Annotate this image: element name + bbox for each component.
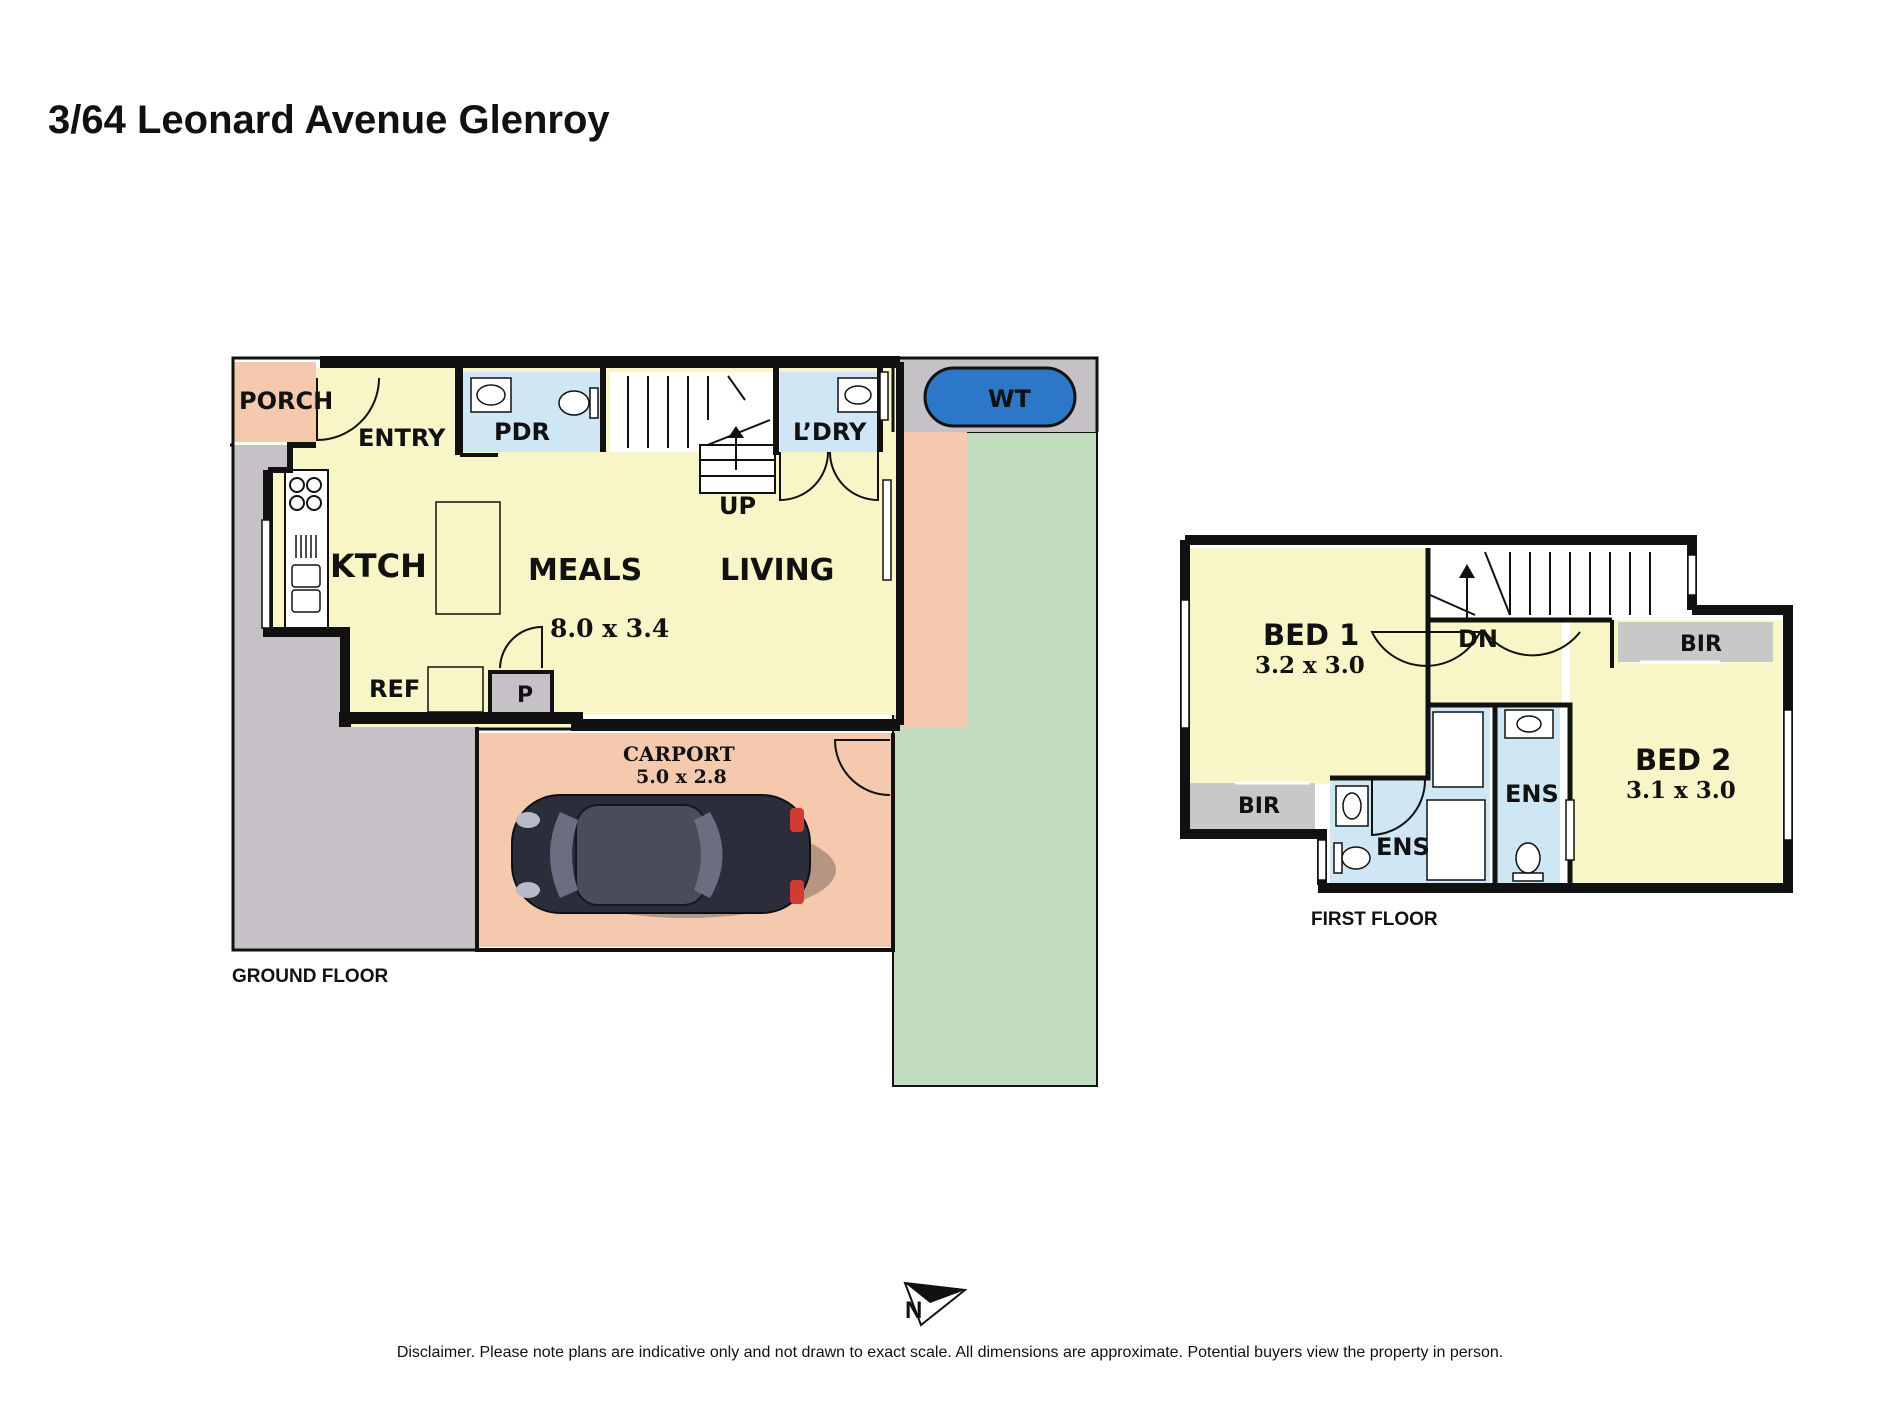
stairs-up-label: UP [719, 492, 756, 520]
bed1-label: BED 1 [1263, 618, 1359, 652]
first-floor-caption: FIRST FLOOR [1311, 909, 1438, 930]
stairs-down-label: DN [1458, 625, 1498, 653]
ground-floor-caption: GROUND FLOOR [232, 966, 388, 987]
bed1-dims: 3.2 x 3.0 [1255, 652, 1365, 679]
living-dims: 8.0 x 3.4 [550, 614, 669, 643]
water-tank [923, 366, 1077, 428]
entry-label: ENTRY [358, 424, 446, 452]
kitchen-island [435, 501, 501, 615]
bir2-robe [1618, 622, 1773, 662]
bir2-label: BIR [1680, 632, 1722, 657]
ens2-label: ENS [1505, 780, 1559, 808]
bed2-area [1570, 620, 1782, 890]
ground-floor [230, 356, 1099, 1087]
bir1-robe [1190, 783, 1315, 831]
side-path [899, 432, 967, 727]
ens2-toilet-icon [1512, 842, 1544, 882]
carport-dims: 5.0 x 2.8 [636, 766, 727, 788]
kitchen-label: KTCH [330, 547, 427, 585]
stairs-first [1430, 548, 1685, 620]
porch-label: PORCH [239, 387, 333, 415]
bed2-label: BED 2 [1635, 743, 1731, 777]
pantry-label: P [517, 683, 533, 708]
north-arrow-icon [903, 1281, 968, 1327]
page-title: 3/64 Leonard Avenue Glenroy [48, 98, 610, 142]
laundry-label: L’DRY [793, 418, 867, 446]
landing-area [1380, 620, 1562, 705]
bed2-dims: 3.1 x 3.0 [1626, 777, 1736, 804]
living-label: LIVING [720, 553, 834, 588]
carport-label: CARPORT [623, 742, 735, 766]
laundry-tub-icon [837, 377, 879, 413]
pantry [488, 670, 554, 716]
car-icon [511, 794, 836, 918]
pdr-toilet-icon [558, 387, 599, 419]
ens1-label: ENS [1376, 833, 1430, 861]
sink-icon [291, 564, 321, 613]
bir1-label: BIR [1238, 794, 1280, 819]
ens2-basin-icon [1504, 709, 1554, 739]
cooktop-icon [289, 477, 322, 511]
fridge-space [427, 666, 484, 713]
ens1-basin-icon [1335, 785, 1369, 827]
fridge-label: REF [369, 675, 420, 703]
porch-area [233, 362, 316, 442]
disclaimer-text: Disclaimer. Please note plans are indica… [396, 1344, 1504, 1361]
ens1-toilet-icon [1333, 842, 1371, 874]
pdr-label: PDR [494, 418, 550, 446]
meals-label: MEALS [528, 553, 642, 588]
north-label: N [905, 1297, 922, 1324]
first-floor [1180, 535, 1793, 893]
stairs-ground [610, 372, 775, 452]
water-tank-label: WT [988, 385, 1031, 413]
